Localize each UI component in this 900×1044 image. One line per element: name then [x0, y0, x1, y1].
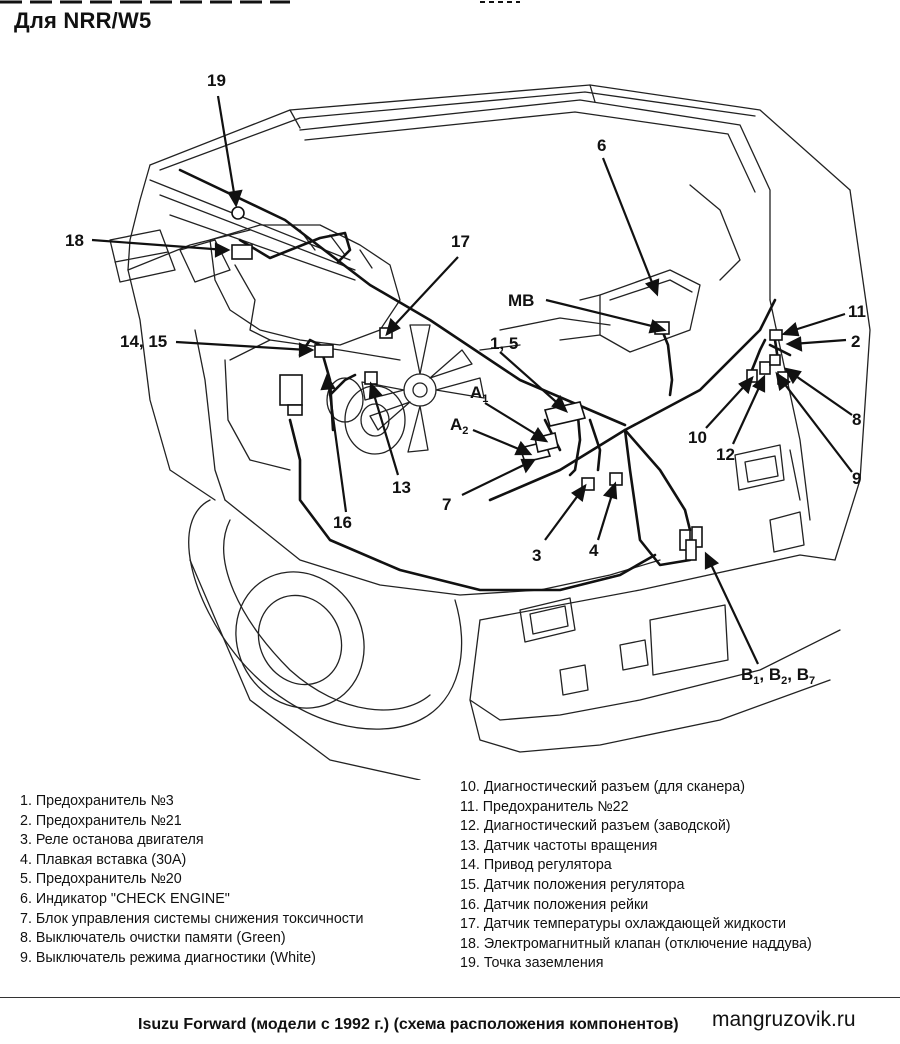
legend-left-column: 1. Предохранитель №3 2. Предохранитель №… — [20, 792, 363, 968]
callout-17: 17 — [451, 232, 470, 251]
callout-8: 8 — [852, 410, 861, 429]
legend-item: 16. Датчик положения рейки — [460, 896, 649, 913]
callout-b1-b2-b7: B1, B2, B7 — [741, 665, 815, 687]
callout-13: 13 — [392, 478, 411, 497]
legend-item: 14. Привод регулятора — [460, 857, 612, 874]
page-title: Для NRR/W5 — [14, 8, 152, 33]
legend-item: 10. Диагностический разъем (для сканера) — [460, 779, 745, 795]
callout-3: 3 — [532, 546, 541, 565]
callout-mb: MB — [508, 291, 534, 310]
footer-caption: Isuzu Forward (модели с 1992 г.) (схема … — [138, 1016, 679, 1033]
callout-7: 7 — [442, 495, 451, 514]
callout-19: 19 — [207, 71, 226, 90]
callout-14-15: 14, 15 — [120, 332, 167, 351]
legend-item: 12. Диагностический разъем (заводской) — [460, 818, 731, 835]
footer-divider — [0, 997, 900, 998]
watermark: mangruzovik.ru — [710, 1008, 858, 1032]
callout-12: 12 — [716, 445, 735, 464]
legend-item: 1. Предохранитель №3 — [20, 793, 174, 809]
legend-item: 7. Блок управления системы снижения токс… — [20, 910, 364, 927]
legend-item: 17. Датчик температуры охлаждающей жидко… — [460, 916, 786, 933]
callout-a2: A2 — [450, 415, 468, 437]
legend-right-column: 10. Диагностический разъем (для сканера)… — [460, 778, 812, 974]
callout-16: 16 — [333, 513, 352, 532]
legend-item: 2. Предохранитель №21 — [20, 812, 182, 829]
legend-item: 11. Предохранитель №22 — [460, 798, 629, 815]
callout-10: 10 — [688, 428, 707, 447]
legend-item: 6. Индикатор "CHECK ENGINE" — [20, 890, 230, 907]
callout-1-5: 1, 5 — [490, 334, 518, 353]
engine-component-diagram: 19 18 14, 15 17 6 MB 1, 5 A1 A2 7 13 16 … — [65, 71, 871, 780]
top-dashed-border — [0, 0, 520, 4]
legend-item: 5. Предохранитель №20 — [20, 871, 182, 888]
callout-18: 18 — [65, 231, 84, 250]
callout-a1: A1 — [470, 383, 488, 405]
callout-11: 11 — [848, 302, 866, 321]
callout-labels: 19 18 14, 15 17 6 MB 1, 5 A1 A2 7 13 16 … — [65, 71, 866, 687]
legend-item: 3. Реле останова двигателя — [20, 832, 204, 849]
legend-item: 13. Датчик частоты вращения — [460, 837, 658, 854]
leader-lines — [91, 95, 853, 665]
components — [231, 206, 789, 561]
legend-item: 8. Выключатель очистки памяти (Green) — [20, 930, 286, 947]
legend-item: 15. Датчик положения регулятора — [460, 876, 685, 893]
callout-4: 4 — [589, 541, 599, 560]
truck-outline — [109, 84, 871, 780]
callout-2: 2 — [851, 332, 860, 351]
legend-item: 18. Электромагнитный клапан (отключение … — [460, 935, 812, 952]
callout-9: 9 — [852, 469, 861, 488]
legend-item: 4. Плавкая вставка (30А) — [20, 851, 187, 868]
legend-item: 19. Точка заземления — [460, 955, 604, 972]
legend-item: 9. Выключатель режима диагностики (White… — [20, 949, 316, 966]
callout-6: 6 — [597, 136, 606, 155]
